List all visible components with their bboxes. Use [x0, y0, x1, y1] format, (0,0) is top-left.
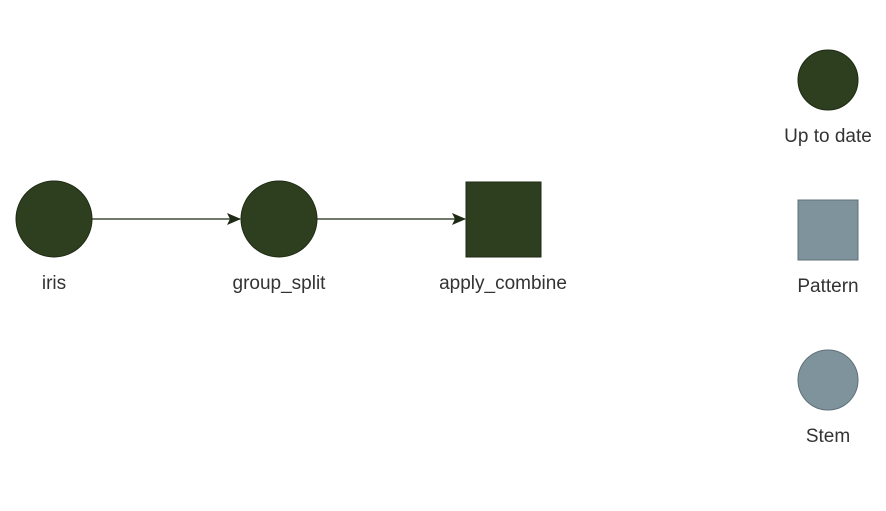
legend-up-to-date-swatch: [797, 49, 859, 111]
node-apply-combine-square[interactable]: [465, 181, 542, 258]
node-group-split[interactable]: group_split: [233, 180, 327, 294]
legend-pattern-swatch: [797, 199, 859, 261]
legend-stem-swatch: [797, 349, 859, 411]
node-iris-circle[interactable]: [15, 180, 93, 258]
legend-stem-label: Stem: [806, 426, 850, 447]
node-iris[interactable]: iris: [15, 180, 93, 294]
legend-up-to-date-label: Up to date: [784, 126, 872, 147]
node-apply-combine[interactable]: apply_combine: [439, 181, 567, 294]
node-iris-label: iris: [42, 273, 66, 294]
node-group-split-label: group_split: [233, 273, 327, 294]
legend-pattern-label: Pattern: [797, 276, 858, 297]
node-apply-combine-label: apply_combine: [439, 273, 567, 294]
legend-item-pattern: Pattern: [797, 199, 859, 297]
legend-item-stem: Stem: [797, 349, 859, 447]
nodes-group: iris group_split apply_combine: [15, 180, 567, 294]
node-group-split-circle[interactable]: [240, 180, 318, 258]
legend: Up to date Pattern Stem: [784, 49, 872, 447]
legend-item-up-to-date: Up to date: [784, 49, 872, 147]
